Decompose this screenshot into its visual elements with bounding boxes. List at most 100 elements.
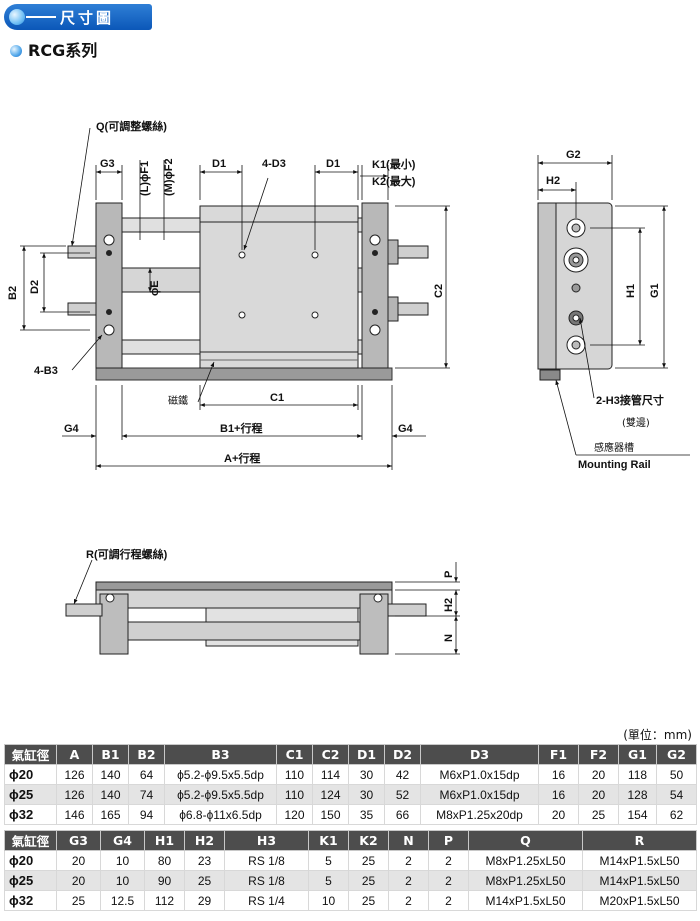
table2-header-10: Q (468, 830, 583, 851)
top-view (67, 202, 429, 381)
table-cell: 140 (92, 764, 129, 785)
bore-size-cell: ϕ32 (4, 890, 57, 911)
table1-header-9: D3 (420, 744, 539, 765)
table1-header-8: D2 (384, 744, 421, 765)
table-cell: M14xP1.5xL50 (468, 890, 583, 911)
table-cell: 25 (348, 890, 389, 911)
table-cell: 25 (578, 804, 619, 825)
table2-header-4: H2 (184, 830, 225, 851)
magnet-label: 磁鐵 (168, 394, 188, 407)
side-view (537, 202, 613, 381)
table-cell: ϕ6.8-ϕ11x6.5dp (164, 804, 277, 825)
table2-header-3: H1 (144, 830, 185, 851)
c2-label: C2 (433, 284, 445, 298)
table-cell: 23 (184, 850, 225, 871)
table2-header-6: K1 (308, 830, 349, 851)
table-cell: 20 (578, 764, 619, 785)
table-cell: 10 (308, 890, 349, 911)
front-view-dimensions (73, 559, 460, 655)
table2-header-7: K2 (348, 830, 389, 851)
g2-label: G2 (566, 149, 581, 161)
r-label: R(可調行程螺絲) (86, 547, 168, 561)
table-cell: 66 (384, 804, 421, 825)
lf1-label: (L)ϕF1 (139, 161, 151, 196)
d3-label: 4-D3 (262, 158, 286, 170)
table1-header-5: C1 (276, 744, 313, 765)
table-cell: 10 (100, 870, 145, 891)
table2-header-1: G3 (56, 830, 101, 851)
table-cell: 42 (384, 764, 421, 785)
table-cell: 30 (348, 764, 385, 785)
table-cell: 20 (578, 784, 619, 805)
table-cell: M14xP1.5xL50 (582, 850, 697, 871)
table-cell: 20 (538, 804, 579, 825)
sensor-slot-label: 感應器槽 (594, 441, 634, 454)
section-title: 尺寸圖 (60, 9, 115, 27)
h3-label: 2-H3接管尺寸 (596, 393, 664, 407)
g4-label-left: G4 (64, 423, 80, 435)
table-cell: 114 (312, 764, 349, 785)
table1-header-7: D1 (348, 744, 385, 765)
table-cell: 154 (618, 804, 657, 825)
bore-size-cell: ϕ25 (4, 784, 57, 805)
table-cell: 2 (428, 890, 469, 911)
table-cell: 112 (144, 890, 185, 911)
table-cell: 120 (276, 804, 313, 825)
table-cell: 10 (100, 850, 145, 871)
table-cell: 20 (56, 870, 101, 891)
b1-stroke-label: B1+行程 (220, 421, 263, 435)
bore-size-cell: ϕ20 (4, 850, 57, 871)
table-cell: M14xP1.5xL50 (582, 870, 697, 891)
h2-label-side: H2 (546, 175, 560, 187)
table1-header-10: F1 (538, 744, 579, 765)
table-cell: 12.5 (100, 890, 145, 911)
table1-header-13: G2 (656, 744, 697, 765)
table-cell: 50 (656, 764, 697, 785)
bore-size-cell: ϕ25 (4, 870, 57, 891)
table-cell: 165 (92, 804, 129, 825)
table-cell: 110 (276, 764, 313, 785)
table-cell: 150 (312, 804, 349, 825)
table-cell: 2 (388, 890, 429, 911)
table-cell: ϕ5.2-ϕ9.5x5.5dp (164, 784, 277, 805)
front-view (65, 581, 427, 655)
table-cell: 118 (618, 764, 657, 785)
h1-label: H1 (625, 284, 637, 298)
table2-header-11: R (582, 830, 697, 851)
mf2-label: (M)ϕF2 (163, 158, 175, 196)
table-cell: 52 (384, 784, 421, 805)
table2-header-9: P (428, 830, 469, 851)
table-cell: M8xP1.25xL50 (468, 850, 583, 871)
bore-size-cell: ϕ32 (4, 804, 57, 825)
table2-header-2: G4 (100, 830, 145, 851)
h3-note: (雙邊) (622, 416, 650, 429)
table-cell: 140 (92, 784, 129, 805)
h2-label-front: H2 (443, 598, 455, 612)
front-view-labels: R(可調行程螺絲) P H2 N (86, 547, 455, 642)
table-cell: 25 (348, 870, 389, 891)
dimension-drawing: Q(可調整螺絲) G3 (L)ϕF1 (M)ϕF2 D1 4-D3 D1 K1(… (7, 119, 690, 655)
table-cell: 25 (56, 890, 101, 911)
table-cell: 16 (538, 784, 579, 805)
banner-bullet-icon (9, 9, 25, 25)
table1-header-12: G1 (618, 744, 657, 765)
table-cell: 2 (388, 850, 429, 871)
table-cell: 16 (538, 764, 579, 785)
g3-label: G3 (100, 158, 115, 170)
table1-header-1: A (56, 744, 93, 765)
table-cell: ϕ5.2-ϕ9.5x5.5dp (164, 764, 277, 785)
table1-header-3: B2 (128, 744, 165, 765)
mounting-rail-label: Mounting Rail (578, 459, 651, 471)
table-cell: 126 (56, 764, 93, 785)
q-label: Q(可調整螺絲) (96, 119, 167, 133)
side-view-labels: G2 H2 H1 G1 2-H3接管尺寸 (雙邊) 感應器槽 Mounting … (546, 149, 664, 471)
table-cell: RS 1/4 (224, 890, 309, 911)
table-cell: M8xP1.25x20dp (420, 804, 539, 825)
n-label: N (443, 634, 455, 642)
